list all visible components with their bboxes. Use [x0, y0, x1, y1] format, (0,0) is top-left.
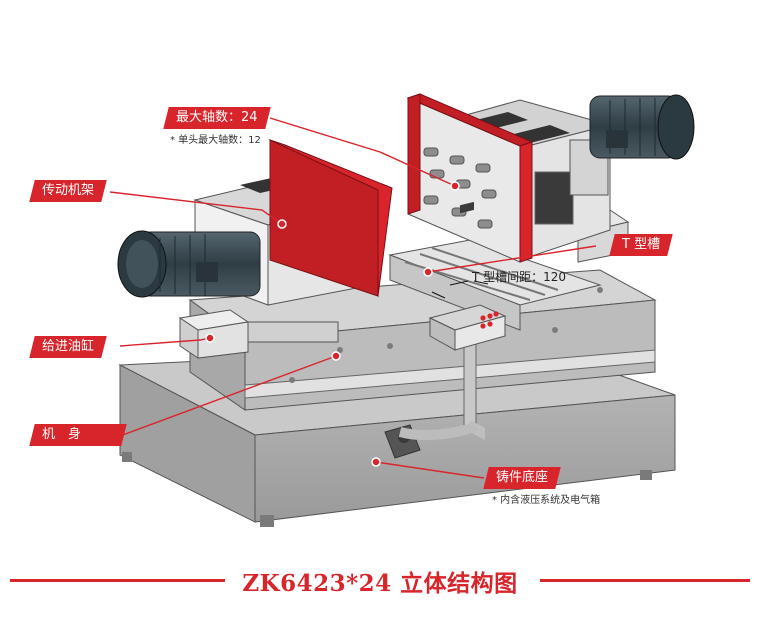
t-slot-dimension: [431, 280, 489, 299]
callout-cast-base: 铸件底座: [483, 467, 561, 489]
page-title: ZK6423*24 立体结构图: [242, 570, 518, 597]
left-feed-cylinder: [178, 309, 339, 359]
title-rule-left: [10, 579, 225, 582]
callout-machine-body: 机 身: [29, 424, 127, 446]
control-panel: [398, 201, 507, 440]
callout-dots: [205, 181, 460, 467]
callout-transmission-frame: 传动机架: [29, 180, 107, 202]
title-rule-right: [540, 579, 750, 582]
right-motor: [589, 94, 695, 160]
callout-single-head-axes: * 单头最大轴数：12: [170, 135, 261, 146]
right-spindle-plate: [406, 93, 534, 263]
machine-illustration: [109, 93, 695, 527]
callout-feed-cylinder: 给进油缸: [29, 336, 107, 358]
title-bar: ZK6423*24 立体结构图: [0, 560, 760, 600]
callout-cast-base-note: * 内含液压系统及电气箱: [492, 495, 601, 506]
t-slot-spacing-label: T 型槽间距：120: [472, 270, 567, 284]
callout-t-slot: T 型槽: [609, 234, 673, 256]
callout-max-axes: 最大轴数：24: [163, 107, 271, 129]
left-motor: [117, 230, 261, 298]
